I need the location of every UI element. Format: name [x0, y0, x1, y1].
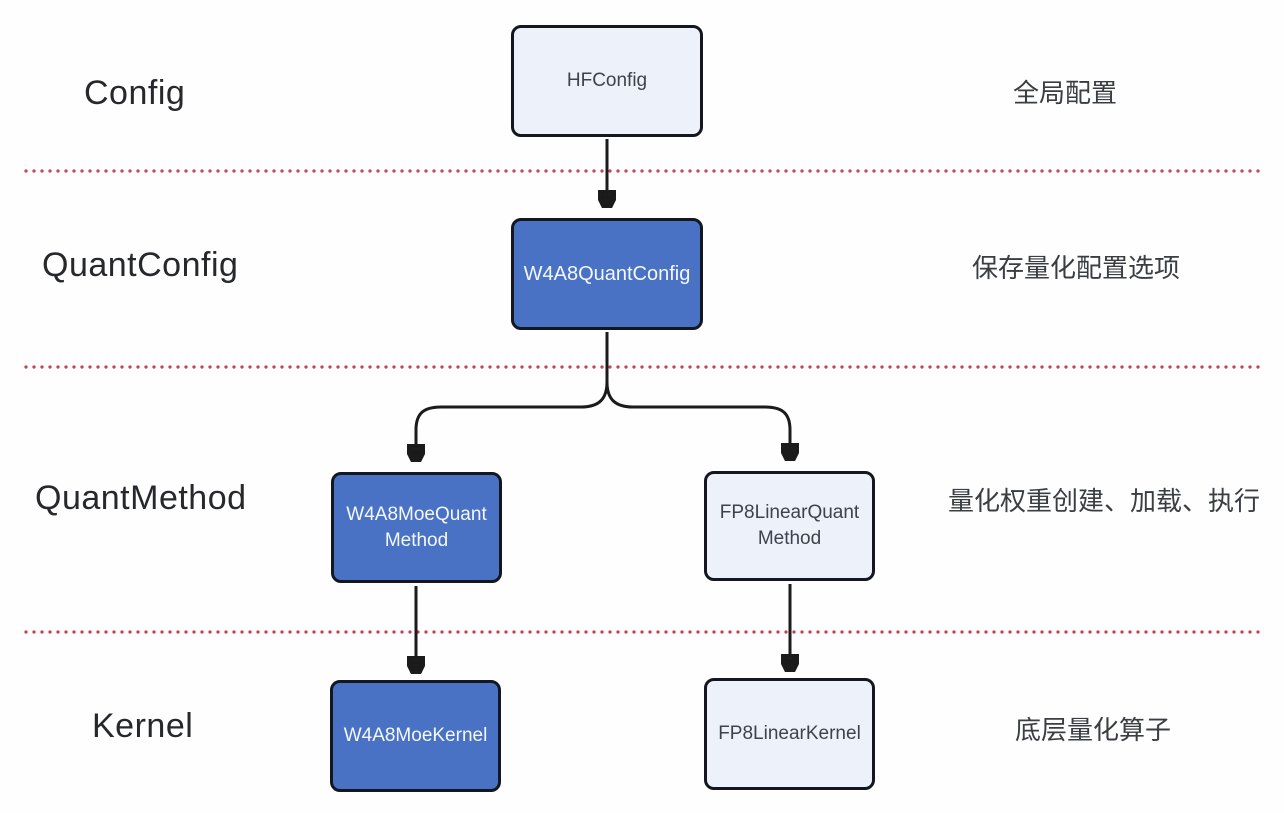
annotation-config: 全局配置	[1013, 78, 1118, 108]
node-hfconfig: HFConfig	[511, 25, 703, 137]
annotation-kernel: 底层量化算子	[1015, 715, 1172, 745]
dotted-divider	[24, 365, 1260, 369]
edge-quantconfig-to-fp8quantmethod	[605, 332, 790, 461]
edge-quantconfig-to-moequantmethod	[416, 332, 609, 462]
row-label-config: Config	[84, 74, 186, 112]
node-fp8linearquantmethod: FP8LinearQuant Method	[704, 471, 875, 581]
row-label-quantconfig: QuantConfig	[42, 246, 239, 284]
row-label-kernel: Kernel	[92, 707, 194, 745]
dotted-divider	[24, 630, 1260, 634]
node-w4a8moequantmethod: W4A8MoeQuant Method	[331, 472, 502, 583]
annotation-quantconfig: 保存量化配置选项	[972, 253, 1181, 283]
node-fp8linearkernel: FP8LinearKernel	[704, 678, 875, 790]
row-label-quantmethod: QuantMethod	[35, 479, 247, 517]
node-w4a8moekernel: W4A8MoeKernel	[330, 680, 501, 792]
annotation-quantmethod: 量化权重创建、加载、执行	[948, 486, 1261, 516]
node-w4a8quantconfig: W4A8QuantConfig	[511, 218, 703, 330]
dotted-divider	[24, 169, 1260, 173]
